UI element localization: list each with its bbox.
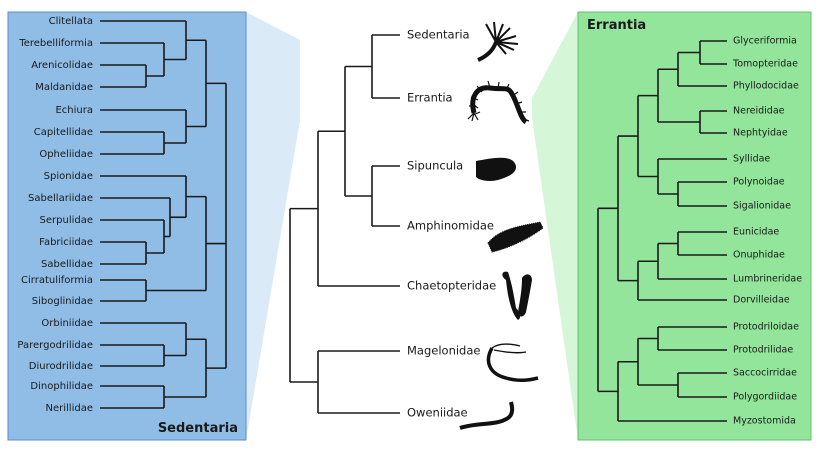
errantia-taxon-label: Saccocirridae — [733, 368, 797, 379]
errantia-taxon-label: Myzostomida — [733, 416, 796, 427]
backbone-taxon-label: Oweniidae — [407, 406, 468, 420]
sedentaria-taxon-label: Siboglinidae — [32, 296, 93, 307]
backbone-taxon-label: Sipuncula — [407, 159, 463, 173]
errantia-taxon-label: Protodriloidae — [733, 322, 799, 333]
sedentaria-taxon-label: Arenicolidae — [31, 60, 93, 71]
errantia-taxon-label: Glyceriformia — [733, 36, 797, 47]
errantia-taxon-label: Lumbrineridae — [733, 274, 802, 285]
sedentaria-taxon-label: Dinophilidae — [30, 381, 93, 392]
amphinomidae-worm-icon — [487, 221, 544, 253]
errantia-taxon-label: Phyllodocidae — [733, 81, 799, 92]
sedentaria-taxon-label: Orbiniidae — [41, 318, 93, 329]
sedentaria-worm-icon — [477, 21, 519, 62]
chaetopteridae-worm-icon — [502, 271, 532, 320]
sedentaria-taxon-label: Echiura — [55, 105, 93, 116]
errantia-taxon-label: Tomopteridae — [732, 59, 798, 70]
errantia-taxon-label: Protodrilidae — [733, 345, 793, 356]
sedentaria-taxon-label: Sabellidae — [41, 259, 93, 270]
errantia-taxon-label: Eunicidae — [733, 227, 779, 238]
sedentaria-taxon-label: Cirratuliformia — [21, 275, 93, 286]
sedentaria-taxon-label: Diurodrilidae — [29, 361, 93, 372]
backbone-taxon-label: Magelonidae — [407, 344, 480, 358]
sedentaria-panel — [7, 11, 247, 441]
sedentaria-taxon-label: Terebelliformia — [18, 38, 93, 49]
errantia-panel-title: Errantia — [587, 18, 646, 33]
errantia-taxon-label: Polygordiidae — [733, 392, 797, 403]
sedentaria-taxon-label: Spionidae — [44, 171, 93, 182]
errantia-taxon-label: Polynoidae — [733, 177, 785, 188]
sedentaria-connector — [246, 12, 300, 440]
backbone-taxon-label: Chaetopteridae — [407, 279, 496, 293]
oweniidae-worm-icon — [459, 401, 515, 430]
errantia-taxon-label: Syllidae — [733, 154, 770, 165]
sedentaria-taxon-label: Clitellata — [49, 16, 93, 27]
sedentaria-panel-title: Sedentaria — [158, 421, 238, 436]
backbone-labels: SedentariaErrantiaSipunculaAmphinomidaeC… — [407, 28, 496, 420]
sedentaria-taxon-label: Sabellariidae — [28, 193, 93, 204]
errantia-taxon-label: Sigalionidae — [733, 201, 791, 212]
sedentaria-labels: ClitellataTerebelliformiaArenicolidaeMal… — [17, 16, 93, 414]
errantia-branches — [597, 40, 727, 422]
errantia-labels: GlyceriformiaTomopteridaePhyllodocidaeNe… — [732, 36, 802, 427]
sedentaria-taxon-label: Maldanidae — [35, 82, 93, 93]
backbone-taxon-label: Sedentaria — [407, 28, 470, 42]
sedentaria-branches — [100, 20, 227, 409]
sedentaria-taxon-label: Serpulidae — [40, 215, 93, 226]
errantia-taxon-label: Onuphidae — [733, 250, 785, 261]
sipuncula-worm-icon — [476, 157, 517, 181]
errantia-taxon-label: Nephtyidae — [733, 128, 788, 139]
errantia-panel — [577, 11, 812, 441]
errantia-taxon-label: Dorvilleidae — [733, 295, 790, 306]
errantia-worm-icon — [467, 80, 530, 125]
backbone-taxon-label: Errantia — [407, 91, 453, 105]
errantia-taxon-label: Nereididae — [733, 106, 785, 117]
sedentaria-taxon-label: Opheliidae — [39, 149, 93, 160]
errantia-connector — [532, 12, 578, 440]
sedentaria-taxon-label: Nerillidae — [46, 403, 94, 414]
backbone-taxon-label: Amphinomidae — [407, 219, 494, 233]
backbone-branches — [289, 34, 400, 414]
magelonidae-worm-icon — [486, 343, 539, 383]
sedentaria-taxon-label: Fabriciidae — [39, 237, 93, 248]
sedentaria-taxon-label: Capitellidae — [34, 127, 93, 138]
sedentaria-taxon-label: Parergodrilidae — [17, 340, 93, 351]
